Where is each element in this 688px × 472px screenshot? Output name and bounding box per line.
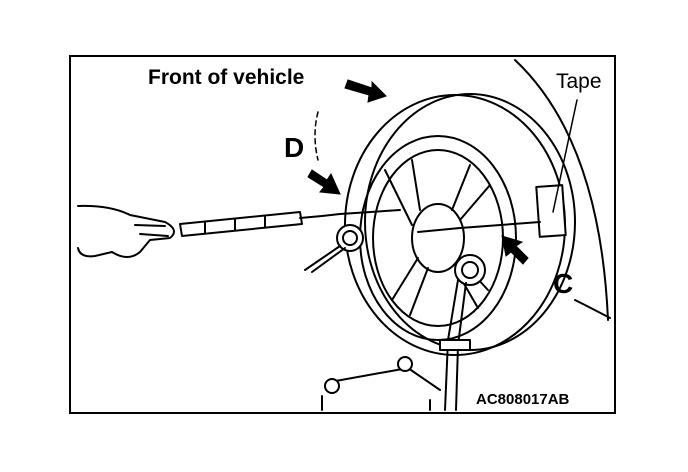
bracket-lower xyxy=(321,395,431,411)
front-of-vehicle-label: Front of vehicle xyxy=(148,66,305,89)
gauge-stand-left xyxy=(304,245,346,273)
finger xyxy=(134,224,169,237)
wheel-hub xyxy=(411,203,465,273)
reference-curve-dashed xyxy=(314,111,319,161)
wheel-spoke xyxy=(451,164,491,221)
tape-leader-line xyxy=(552,99,578,213)
tape-strip xyxy=(535,184,567,238)
dial-gauge-left-face xyxy=(342,230,358,246)
arrow-d xyxy=(307,169,341,195)
spring-scale-hook xyxy=(299,209,401,219)
tape-label: Tape xyxy=(556,70,602,93)
wheel-spoke xyxy=(391,257,429,316)
figure-code-label: AC808017AB xyxy=(476,391,570,408)
dial-gauge-center-face xyxy=(461,261,479,279)
wheel-spoke xyxy=(384,159,421,226)
measuring-rod xyxy=(417,221,541,233)
dial-gauge-left xyxy=(336,224,364,252)
hand xyxy=(77,204,175,258)
callout-d-label: D xyxy=(284,132,305,163)
figure-frame xyxy=(69,55,616,414)
arrow-front-of-vehicle xyxy=(344,79,387,103)
callout-c-label: C xyxy=(553,268,574,299)
dial-gauge-center xyxy=(454,254,486,286)
arrow-c xyxy=(501,235,529,265)
lug-nut xyxy=(324,378,340,394)
spring-scale xyxy=(179,211,303,237)
bracket xyxy=(329,359,441,391)
gauge-base xyxy=(439,339,471,351)
fender-arc xyxy=(514,59,609,321)
ground-curve xyxy=(574,299,611,319)
tire-outer xyxy=(344,94,566,356)
lug-nut xyxy=(397,356,413,372)
